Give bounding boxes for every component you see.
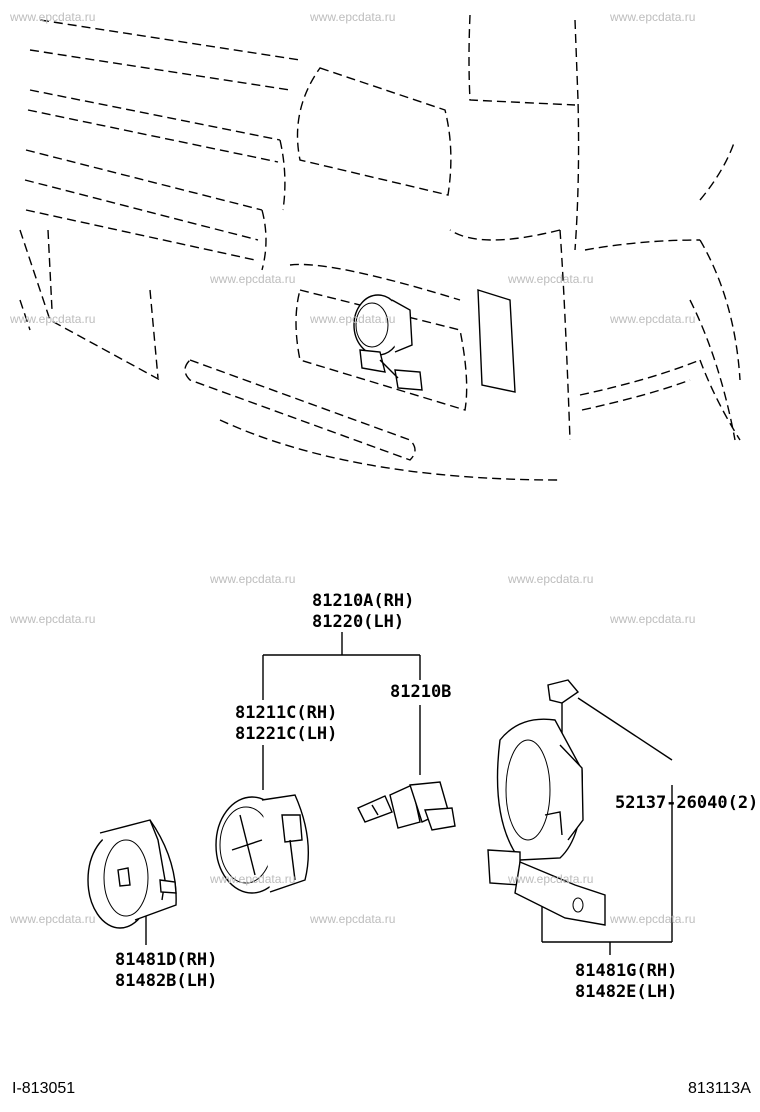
watermark: www.epcdata.ru xyxy=(508,872,594,886)
illustration-code-left: I-813051 xyxy=(12,1080,76,1097)
bulb-number-label: 81210B xyxy=(390,682,451,702)
installed-fog-lamp xyxy=(353,294,423,391)
lamp-unit-rh-label: 81211C(RH) xyxy=(235,703,337,723)
clip-number-label: 52137-26040(2) xyxy=(615,793,758,813)
watermark: www.epcdata.ru xyxy=(10,612,96,626)
watermark: www.epcdata.ru xyxy=(310,10,396,24)
bulb-part xyxy=(357,781,456,831)
watermark: www.epcdata.ru xyxy=(610,10,696,24)
watermark: www.epcdata.ru xyxy=(210,872,296,886)
watermark: www.epcdata.ru xyxy=(10,312,96,326)
watermark: www.epcdata.ru xyxy=(10,912,96,926)
watermark: www.epcdata.ru xyxy=(310,912,396,926)
watermark: www.epcdata.ru xyxy=(610,312,696,326)
cover-rh-label: 81481D(RH) xyxy=(115,950,217,970)
cover-lh-label: 81482B(LH) xyxy=(115,971,217,991)
illustration-code-right: 813113A xyxy=(688,1080,751,1097)
watermark: www.epcdata.ru xyxy=(508,272,594,286)
vehicle-front-illustration xyxy=(19,14,741,481)
watermark: www.epcdata.ru xyxy=(310,312,396,326)
lamp-unit-lh-label: 81221C(LH) xyxy=(235,724,337,744)
fog-lamp-assy-lh-label: 81220(LH) xyxy=(312,612,404,632)
watermark: www.epcdata.ru xyxy=(508,572,594,586)
bracket-part xyxy=(487,679,606,926)
fog-lamp-assy-rh-label: 81210A(RH) xyxy=(312,591,414,611)
watermark: www.epcdata.ru xyxy=(210,572,296,586)
bracket-rh-label: 81481G(RH) xyxy=(575,961,677,981)
watermark: www.epcdata.ru xyxy=(210,272,296,286)
fog-lamp-cover-part xyxy=(87,819,177,929)
part-labels: 81210A(RH) 81220(LH) 81210B 81211C(RH) 8… xyxy=(115,591,758,1002)
bracket-lh-label: 81482E(LH) xyxy=(575,982,677,1002)
leader-lines xyxy=(145,632,673,955)
watermark: www.epcdata.ru xyxy=(10,10,96,24)
fog-lamp-unit-part xyxy=(215,794,309,894)
watermark: www.epcdata.ru xyxy=(610,612,696,626)
watermark: www.epcdata.ru xyxy=(610,912,696,926)
